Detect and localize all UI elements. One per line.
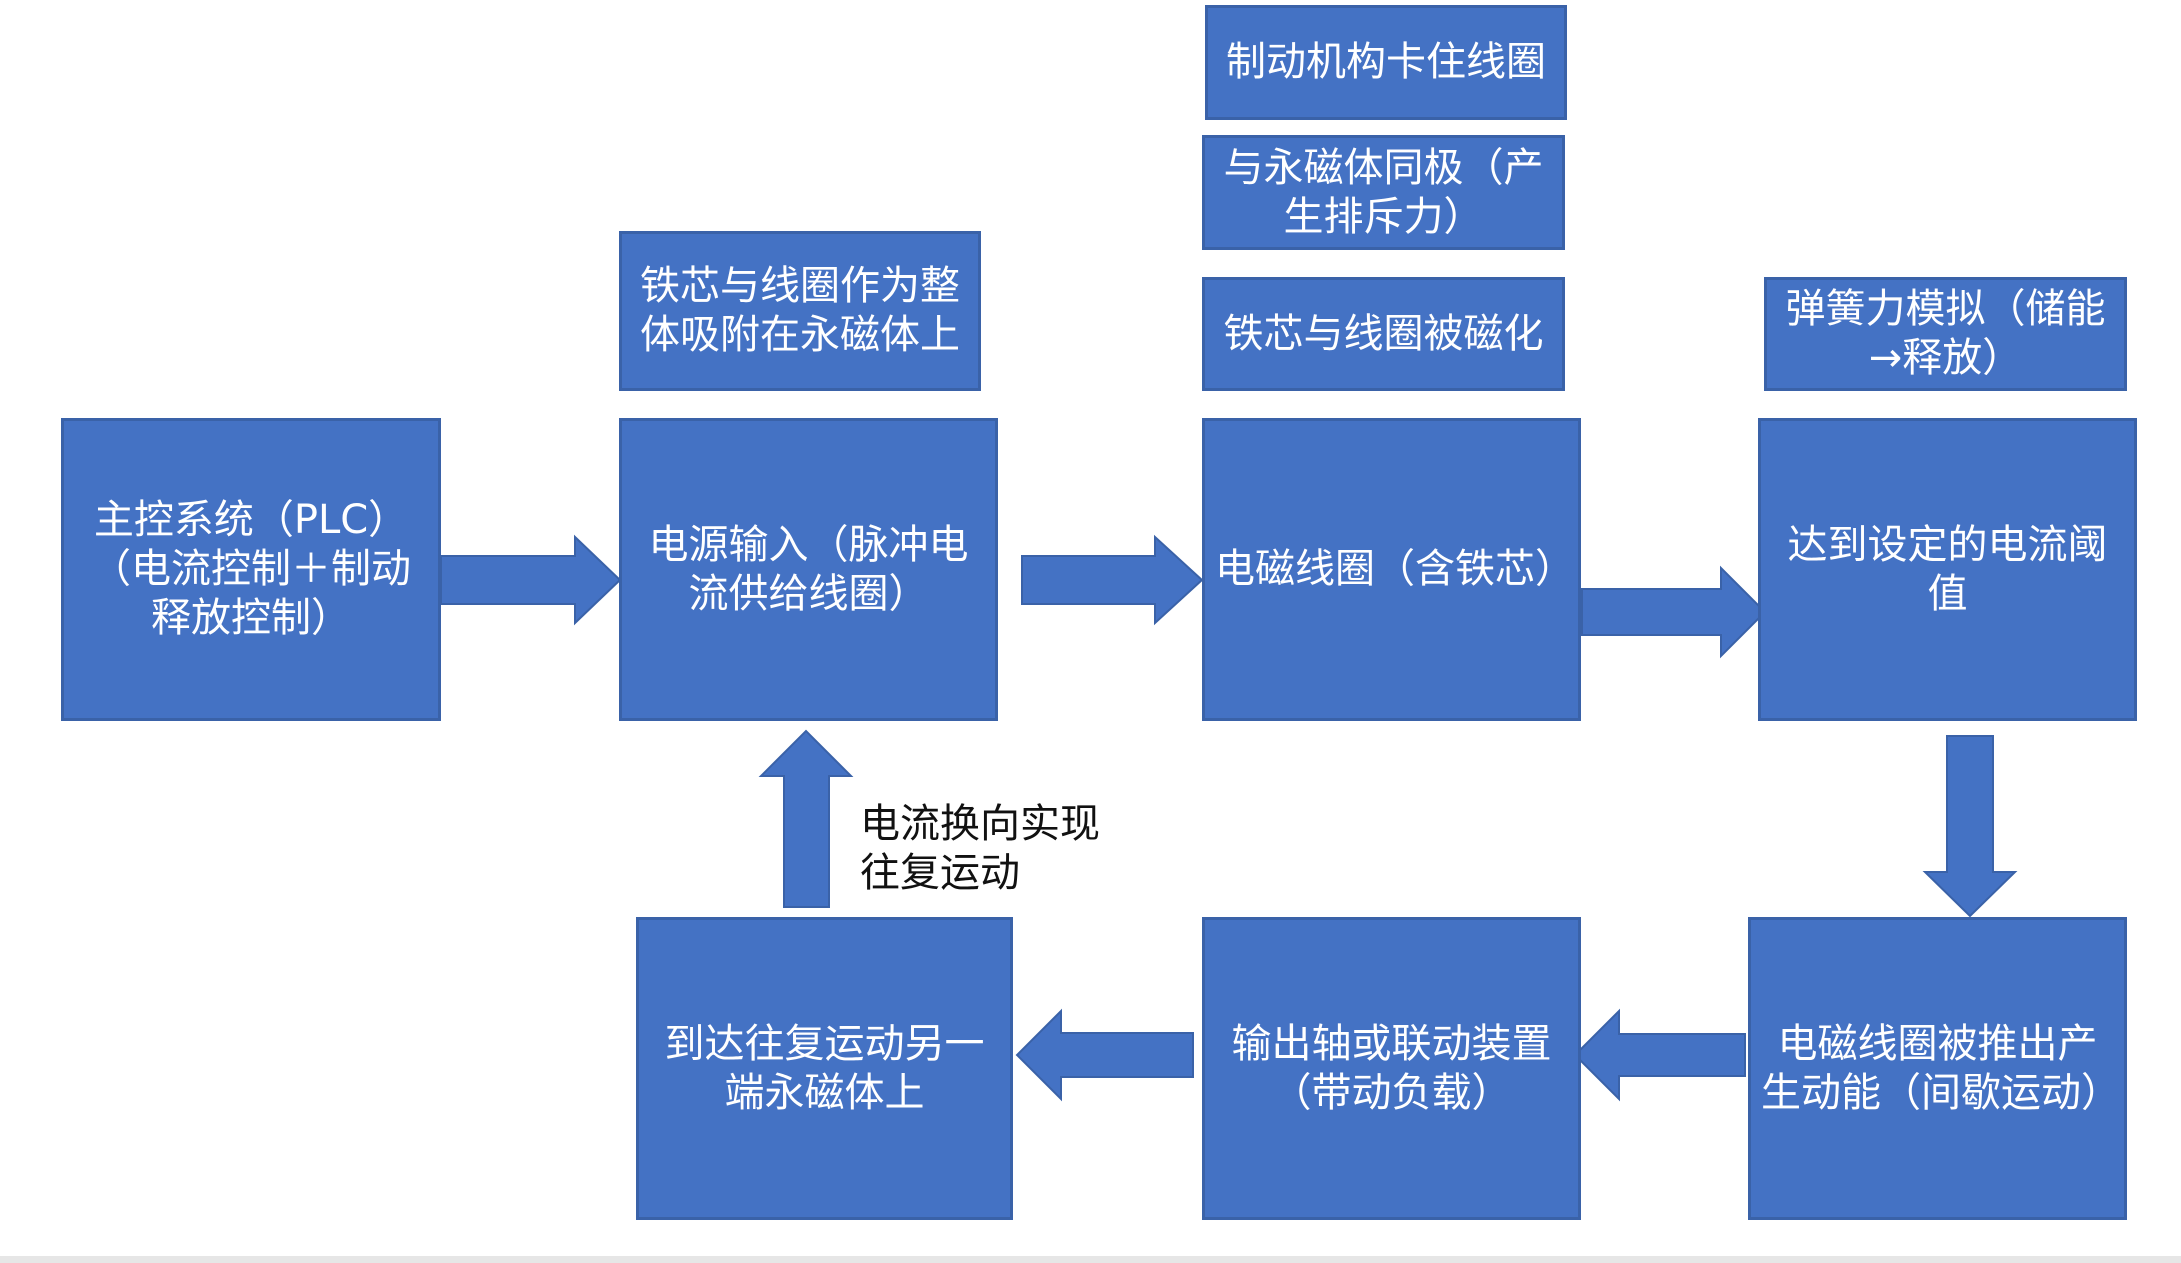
node-coil-pushed-label: 电磁线圈被推出产生动能（间歇运动） [1761,1020,2121,1116]
note-same-pole-repulsion-label: 与永磁体同极（产生排斥力） [1223,144,1544,240]
note-core-coil-magnetized-label: 铁芯与线圈被磁化 [1223,310,1544,357]
node-coil-pushed: 电磁线圈被推出产生动能（间歇运动） [1748,917,2127,1220]
node-electromagnetic-coil-label: 电磁线圈（含铁芯） [1215,546,1575,592]
note-spring-simulation: 弹簧力模拟（储能→释放） [1764,277,2127,391]
arrow-coil-to-threshold [1581,565,1767,659]
node-power-input-label: 电源输入（脉冲电流供给线圈） [648,521,969,617]
note-core-coil-attached: 铁芯与线圈作为整体吸附在永磁体上 [619,231,981,391]
note-same-pole-repulsion: 与永磁体同极（产生排斥力） [1202,135,1565,250]
arrow-output-to-reach [1015,1008,1194,1102]
label-current-reversal: 电流换向实现往复运动 [860,801,1100,896]
arrow-threshold-to-pushed [1922,735,2018,918]
node-reach-other-end-label: 到达往复运动另一端永磁体上 [664,1020,985,1116]
node-current-threshold: 达到设定的电流阈值 [1758,418,2137,721]
node-current-threshold-label: 达到设定的电流阈值 [1787,521,2108,617]
node-main-control: 主控系统（PLC）（电流控制＋制动释放控制） [61,418,441,721]
note-spring-simulation-label: 弹簧力模拟（储能→释放） [1785,286,2106,381]
arrow-reach-to-power [758,729,854,908]
node-output-shaft-label: 输出轴或联动装置（带动负载） [1231,1020,1552,1116]
arrow-pushed-to-output [1573,1008,1746,1102]
node-output-shaft: 输出轴或联动装置（带动负载） [1202,917,1581,1220]
node-reach-other-end: 到达往复运动另一端永磁体上 [636,917,1013,1220]
bottom-divider [0,1256,2181,1263]
note-core-coil-attached-label: 铁芯与线圈作为整体吸附在永磁体上 [640,263,960,358]
note-brake-locks-coil: 制动机构卡住线圈 [1205,5,1567,120]
note-brake-locks-coil-label: 制动机构卡住线圈 [1226,39,1546,85]
note-core-coil-magnetized: 铁芯与线圈被磁化 [1202,277,1565,391]
node-power-input: 电源输入（脉冲电流供给线圈） [619,418,998,721]
node-electromagnetic-coil: 电磁线圈（含铁芯） [1202,418,1581,721]
node-main-control-label: 主控系统（PLC）（电流控制＋制动释放控制） [91,497,411,641]
arrow-main-to-power [440,534,622,626]
arrow-power-to-coil [1021,534,1204,626]
